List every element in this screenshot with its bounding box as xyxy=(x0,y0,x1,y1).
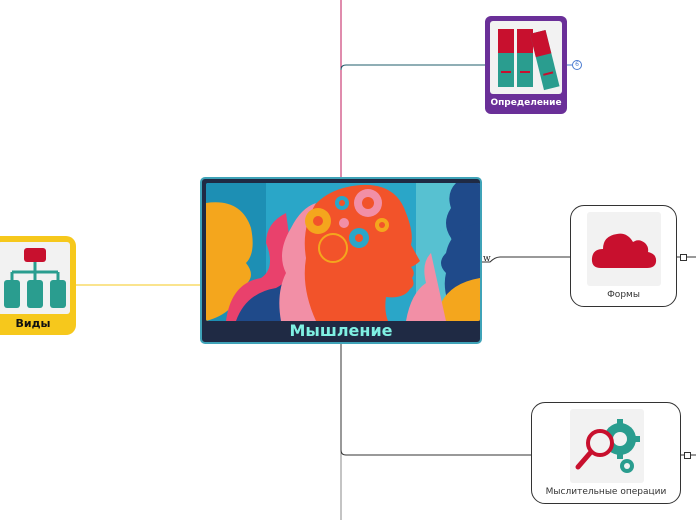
books-icon xyxy=(490,21,562,94)
collapse-toggle-forms[interactable] xyxy=(680,254,687,261)
node-types[interactable]: Виды xyxy=(0,236,76,335)
node-thinking-operations[interactable]: Мыслительные операции xyxy=(531,402,681,504)
collapse-toggle-operations[interactable] xyxy=(684,452,691,459)
node-forms-label: Формы xyxy=(607,290,640,300)
hierarchy-icon xyxy=(0,242,70,314)
child-count-badge[interactable]: 6 xyxy=(572,60,582,70)
central-topic-node[interactable]: Мышление xyxy=(200,177,482,344)
node-thinking-operations-label: Мыслительные операции xyxy=(545,487,667,497)
central-topic-title: Мышление xyxy=(289,321,393,340)
head-gears-illustration xyxy=(206,183,480,321)
node-types-label: Виды xyxy=(15,317,51,330)
magnifier-gears-icon xyxy=(570,409,644,483)
node-definition-label: Определение xyxy=(490,98,562,108)
connector-mark: w xyxy=(483,254,491,264)
cloud-icon xyxy=(587,212,661,286)
node-definition[interactable]: Определение xyxy=(485,16,567,114)
node-forms[interactable]: Формы xyxy=(570,205,677,307)
